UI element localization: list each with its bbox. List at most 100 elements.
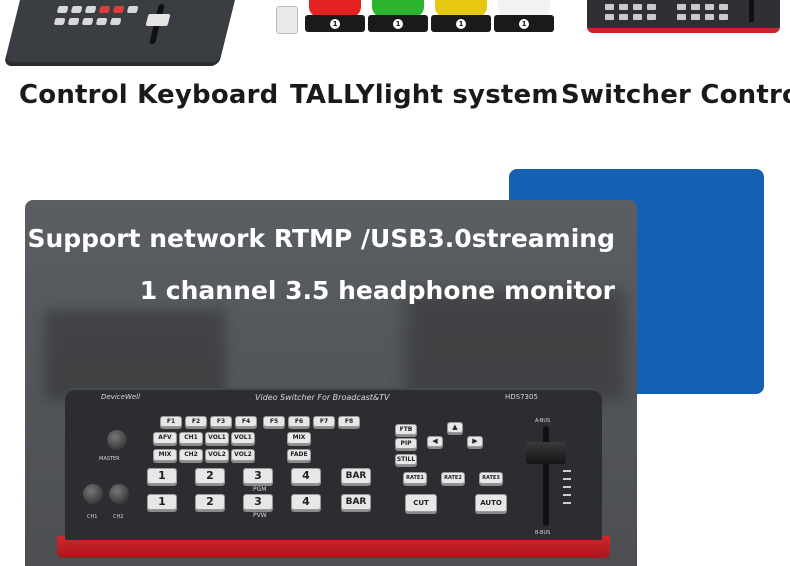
f6-key: F6	[288, 416, 310, 427]
ch2-key: CH2	[179, 449, 203, 461]
f7-key: F7	[313, 416, 335, 427]
caption-tally-light: TALLYlight system	[290, 80, 559, 110]
keyboard-key	[98, 6, 111, 13]
fader-tick	[563, 486, 571, 488]
keyboard-key	[84, 6, 97, 13]
caption-switcher-control: Switcher Control	[561, 80, 790, 110]
rate1-key: RATE1	[403, 472, 427, 484]
fade-key: FADE	[287, 449, 311, 461]
device-red-trim	[57, 536, 610, 558]
switcher-key	[677, 4, 686, 10]
device-body: DeviceWell Video Switcher For Broadcast&…	[65, 388, 602, 540]
pgm-key-4: 4	[291, 468, 321, 484]
tally-light-green: 1	[368, 0, 428, 33]
master-label: MASTER	[99, 456, 120, 462]
ch2-knob	[109, 484, 129, 504]
keyboard-key	[53, 18, 66, 25]
f5-key: F5	[263, 416, 285, 427]
tally-number: 1	[330, 19, 340, 29]
pgm-key-1: 1	[147, 468, 177, 484]
keyboard-key	[70, 6, 83, 13]
pvw-key-3: 3	[243, 494, 273, 510]
feature-panel: Support network RTMP /USB3.0streaming 1 …	[25, 200, 637, 566]
arrow-left-key: ◀	[427, 436, 443, 447]
headline-streaming: Support network RTMP /USB3.0streaming	[27, 224, 615, 253]
product-gallery: 1 1 1 1	[0, 0, 790, 75]
mix-key: MIX	[153, 449, 177, 461]
switcher-key	[605, 4, 614, 10]
vol2-key: VOL2	[205, 449, 229, 461]
pgm-key-3: 3	[243, 468, 273, 484]
tally-cap	[309, 0, 361, 17]
switcher-control-image	[587, 0, 780, 33]
keyboard-fader-cap	[145, 14, 171, 26]
tally-cap	[498, 0, 550, 17]
f2-key: F2	[185, 416, 207, 427]
keyboard-key	[112, 6, 125, 13]
switcher-key	[605, 14, 614, 20]
keyboard-key	[56, 6, 69, 13]
afv-key: AFV	[153, 432, 177, 444]
pvw-key-2: 2	[195, 494, 225, 510]
fader-tick	[563, 494, 571, 496]
background-blur	[405, 290, 625, 400]
tally-light-yellow: 1	[431, 0, 491, 33]
keyboard-key	[95, 18, 108, 25]
switcher-key	[677, 14, 686, 20]
fader-tick	[563, 502, 571, 504]
still-key: STILL	[395, 454, 417, 465]
f8-key: F8	[338, 416, 360, 427]
video-switcher-device: DeviceWell Video Switcher For Broadcast&…	[57, 388, 610, 566]
f1-key: F1	[160, 416, 182, 427]
f3-key: F3	[210, 416, 232, 427]
vol1-key-b: VOL1	[231, 432, 255, 444]
switcher-key	[647, 4, 656, 10]
tally-number: 1	[393, 19, 403, 29]
pvw-key-1: 1	[147, 494, 177, 510]
switcher-fader	[749, 0, 754, 22]
pvw-bar-key: BAR	[341, 494, 371, 510]
switcher-key	[633, 14, 642, 20]
master-knob	[107, 430, 127, 450]
pgm-label: PGM	[253, 486, 267, 493]
device-title: Video Switcher For Broadcast&TV	[255, 393, 390, 402]
tally-number: 1	[456, 19, 466, 29]
pip-key: PIP	[395, 438, 417, 449]
vol2-key-b: VOL2	[231, 449, 255, 461]
t-bar-track	[543, 426, 549, 526]
t-bar-handle	[526, 442, 566, 464]
fader-tick	[563, 478, 571, 480]
switcher-key	[647, 14, 656, 20]
tally-light-white: 1	[494, 0, 554, 33]
rate3-key: RATE3	[479, 472, 503, 484]
switcher-key	[619, 14, 628, 20]
tally-number: 1	[519, 19, 529, 29]
mix-transition-key: MIX	[287, 432, 311, 444]
cut-button: CUT	[405, 494, 437, 512]
fader-tick	[563, 470, 571, 472]
switcher-key	[633, 4, 642, 10]
switcher-key	[719, 14, 728, 20]
keyboard-key	[81, 18, 94, 25]
keyboard-key	[67, 18, 80, 25]
a-bus-label: A-BUS	[535, 418, 551, 424]
keyboard-key	[109, 18, 122, 25]
pvw-key-4: 4	[291, 494, 321, 510]
arrow-right-key: ▶	[467, 436, 483, 447]
keyboard-key	[126, 6, 139, 13]
ch1-key: CH1	[179, 432, 203, 444]
tally-light-red: 1	[305, 0, 365, 33]
switcher-key	[691, 4, 700, 10]
pgm-key-2: 2	[195, 468, 225, 484]
pgm-bar-key: BAR	[341, 468, 371, 484]
vol1-key: VOL1	[205, 432, 229, 444]
switcher-key	[705, 4, 714, 10]
switcher-key	[719, 4, 728, 10]
ch1-label: CH1	[87, 514, 98, 520]
tally-cap	[435, 0, 487, 17]
ch1-knob	[83, 484, 103, 504]
auto-button: AUTO	[475, 494, 507, 512]
pvw-label: PVW	[253, 512, 267, 519]
switcher-key	[619, 4, 628, 10]
tally-cap	[372, 0, 424, 17]
